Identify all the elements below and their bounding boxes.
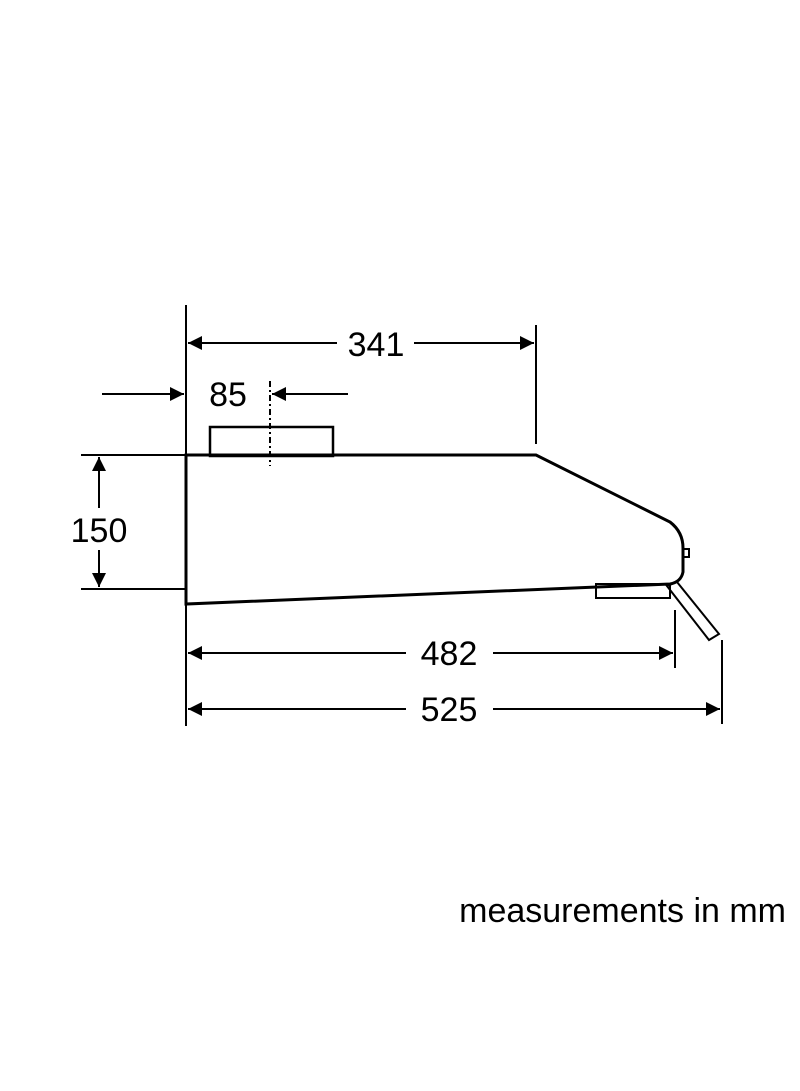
dimension-label-150: 150 [71, 512, 128, 550]
hood-body [184, 453, 685, 606]
dimension-label-525: 525 [421, 691, 478, 729]
control-knob [682, 548, 690, 558]
extension-lines [81, 305, 723, 726]
dimension-label-85: 85 [209, 376, 247, 414]
dimension-arrows [92, 336, 720, 716]
range-hood-outline [184, 425, 721, 642]
units-note: measurements in mm [459, 892, 786, 930]
dimension-label-341: 341 [348, 326, 405, 364]
exhaust-outlet [208, 425, 335, 458]
dimension-label-482: 482 [421, 635, 478, 673]
extraction-handle [665, 580, 721, 642]
